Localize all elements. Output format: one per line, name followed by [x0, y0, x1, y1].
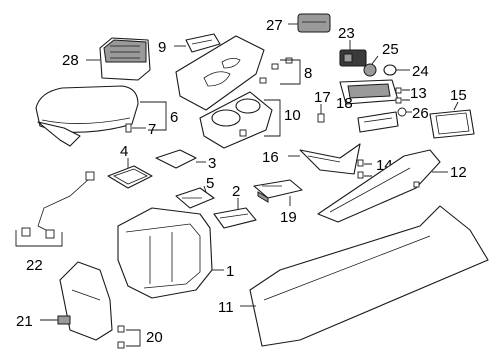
callout-6: 6 [170, 109, 178, 126]
part-17-clip [317, 113, 325, 123]
part-10-cup-holder [199, 91, 273, 149]
part-28-switch-panel [99, 37, 151, 81]
callout-4: 4 [120, 143, 128, 160]
callout-9: 9 [158, 39, 166, 56]
part-8-bolts [259, 57, 293, 84]
leader-20 [126, 329, 141, 347]
callout-5: 5 [206, 175, 214, 192]
callout-3: 3 [208, 155, 216, 172]
part-25-knob [363, 63, 377, 77]
part-22-wiring-harness [21, 171, 95, 239]
callout-17: 17 [314, 89, 331, 106]
callout-7: 7 [148, 121, 156, 138]
part-3-tray [155, 149, 197, 169]
callout-16: 16 [262, 149, 279, 166]
leader-25 [371, 55, 379, 65]
leader-5 [203, 185, 207, 193]
callout-23: 23 [338, 25, 355, 42]
callout-21: 21 [16, 313, 33, 330]
callout-8: 8 [304, 65, 312, 82]
part-14-bolts [357, 159, 364, 179]
callout-11: 11 [218, 299, 234, 316]
part-16-bracket [299, 143, 361, 175]
part-11-side-panel [249, 205, 489, 347]
part-13-control-panel [339, 79, 402, 105]
part-19-usb-module [253, 179, 303, 203]
part-7-screw [125, 123, 132, 133]
callout-19: 19 [280, 209, 297, 226]
part-23-switch [339, 49, 367, 67]
leader-13 [402, 89, 410, 101]
leader-14 [364, 163, 372, 177]
part-9-bracket [185, 33, 221, 53]
callout-27: 27 [266, 17, 283, 34]
part-8-shifter-bezel [175, 35, 265, 111]
leader-6 [140, 101, 167, 131]
part-15-mat [429, 109, 475, 139]
part-12-side-panel [317, 149, 441, 223]
part-6-armrest-lid [35, 85, 139, 147]
callout-22: 22 [26, 257, 43, 274]
callout-1: 1 [226, 263, 234, 280]
callout-25: 25 [382, 41, 399, 58]
leader-15 [453, 101, 459, 111]
part-24-cap [383, 64, 397, 76]
callout-12: 12 [450, 164, 467, 181]
part-26-clip [397, 107, 407, 117]
leader-8 [280, 59, 301, 85]
callout-2: 2 [232, 183, 240, 200]
callout-26: 26 [412, 105, 429, 122]
callout-10: 10 [284, 107, 301, 124]
part-18-rail [357, 111, 399, 133]
part-21-clip [57, 315, 71, 325]
part-2-bracket [213, 207, 257, 229]
part-4-mat [107, 165, 153, 189]
part-27-switch [297, 13, 331, 33]
callout-15: 15 [450, 87, 467, 104]
leader-22 [15, 230, 63, 247]
callout-18: 18 [336, 95, 353, 112]
leader-10 [264, 99, 281, 137]
callout-13: 13 [410, 85, 427, 102]
part-20-lower-cover [59, 261, 125, 349]
callout-28: 28 [62, 52, 79, 69]
callout-24: 24 [412, 63, 429, 80]
callout-20: 20 [146, 329, 163, 346]
part-1-console-body [117, 207, 213, 299]
part-5-bracket [175, 187, 215, 209]
